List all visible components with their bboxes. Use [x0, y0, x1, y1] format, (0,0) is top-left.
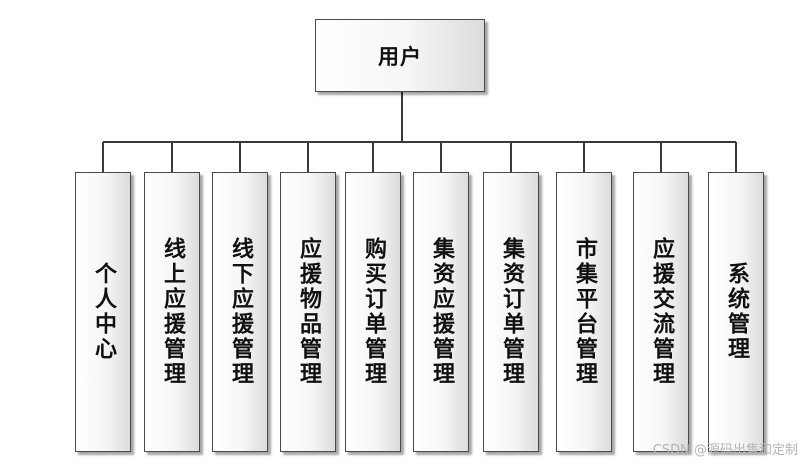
node-fundraising-orders: 集资订单管理: [483, 172, 539, 452]
node-market-platform: 市集平台管理: [556, 172, 612, 452]
node-online-support: 线上应援管理: [144, 172, 200, 452]
root-label: 用户: [378, 44, 422, 69]
node-label: 线下应援管理: [228, 237, 253, 387]
node-label: 线上应援管理: [160, 237, 185, 387]
node-personal-center: 个人中心: [75, 172, 131, 452]
node-label: 市集平台管理: [572, 237, 597, 387]
node-offline-support: 线下应援管理: [212, 172, 268, 452]
node-label: 集资订单管理: [499, 237, 524, 387]
node-support-exchange: 应援交流管理: [633, 172, 689, 452]
node-label: 个人中心: [91, 262, 116, 362]
node-purchase-orders: 购买订单管理: [345, 172, 401, 452]
node-system-management: 系统管理: [708, 172, 764, 452]
watermark-text: CSDN @源码出售和定制: [652, 443, 798, 458]
node-label: 集资应援管理: [429, 237, 454, 387]
node-label: 系统管理: [724, 262, 749, 362]
node-label: 应援交流管理: [649, 237, 674, 387]
node-fundraising-support: 集资应援管理: [413, 172, 469, 452]
node-support-goods: 应援物品管理: [280, 172, 336, 452]
node-label: 购买订单管理: [361, 237, 386, 387]
node-label: 应援物品管理: [296, 237, 321, 387]
root-node: 用户: [315, 19, 485, 92]
